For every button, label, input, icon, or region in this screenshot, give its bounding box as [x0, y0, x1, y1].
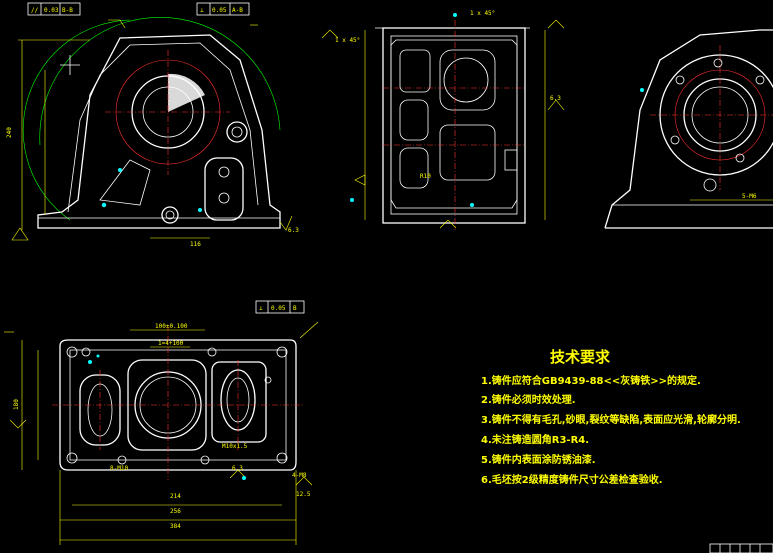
tech-req-4: 4.未注铸造圆角R3-R4.	[481, 433, 589, 446]
top-tol: 100±0.100	[155, 323, 188, 330]
top-holes: 4-M8	[292, 472, 307, 479]
tech-req-6: 6.毛坯按2级精度铸件尺寸公差检查验收.	[481, 473, 663, 486]
chamfer-top: 1 x 45°	[470, 10, 495, 17]
top-view: ⊥ 0.05 B	[4, 300, 319, 545]
top-rough: 6.3	[232, 465, 243, 472]
tech-req-3: 3.铸件不得有毛孔,砂眼,裂纹等缺陷,表面应光滑,轮廓分明.	[481, 413, 741, 426]
top-dim-384: 384	[170, 523, 181, 530]
gdt-frame-3-value: 0.05	[271, 305, 286, 312]
section-view: 1 x 45° 1 x 45° 6.3 R10	[321, 10, 565, 230]
tech-requirements: 技术要求 1.铸件应符合GB9439-88<<灰铸铁>>的规定. 2.铸件必须时…	[481, 348, 741, 486]
gdt-frame-1-value: 0.03	[44, 7, 59, 14]
top-pitch: 1=4+100	[158, 340, 184, 347]
gdt-frame-3-symbol: ⊥	[259, 305, 263, 312]
side-holes: 5-M6	[742, 193, 757, 200]
top-thread: M10x1.5	[222, 443, 248, 450]
gdt-frame-3-datum: B	[293, 305, 297, 312]
gdt-frame-2-symbol: ⊥	[200, 7, 204, 14]
dim-roughness-1: 6.3	[288, 227, 299, 234]
tech-req-1: 1.铸件应符合GB9439-88<<灰铸铁>>的规定.	[481, 374, 701, 387]
front-view: // 0.03 B-B ⊥ 0.05 A-B 2	[6, 2, 299, 248]
gdt-frame-1-datum: B-B	[62, 7, 73, 14]
gdt-frame-2-value: 0.05	[212, 7, 227, 14]
top-dim-214: 214	[170, 493, 181, 500]
gdt-frame-3	[255, 300, 305, 314]
tech-requirements-title: 技术要求	[550, 348, 611, 366]
tech-req-5: 5.铸件内表面涂防锈油漆.	[481, 453, 596, 466]
dim-height: 240	[6, 127, 13, 138]
title-block	[709, 543, 773, 553]
dim-bottom: 116	[190, 241, 201, 248]
top-bolt: 8-M10	[110, 465, 128, 472]
gdt-frame-2	[196, 2, 250, 16]
top-dim-256: 256	[170, 508, 181, 515]
tech-req-2: 2.铸件必须时效处理.	[481, 393, 576, 406]
top-rough2: 12.5	[296, 491, 311, 498]
side-view: 5-M6	[604, 29, 773, 229]
gdt-frame-1-symbol: //	[31, 7, 39, 14]
top-left-h: 180	[13, 399, 20, 410]
gdt-frame-1	[27, 2, 81, 16]
rough-right: 6.3	[550, 95, 561, 102]
gdt-frame-2-datum: A-B	[232, 7, 243, 14]
chamfer-left: 1 x 45°	[335, 37, 360, 44]
inner-radius: R10	[420, 173, 431, 180]
